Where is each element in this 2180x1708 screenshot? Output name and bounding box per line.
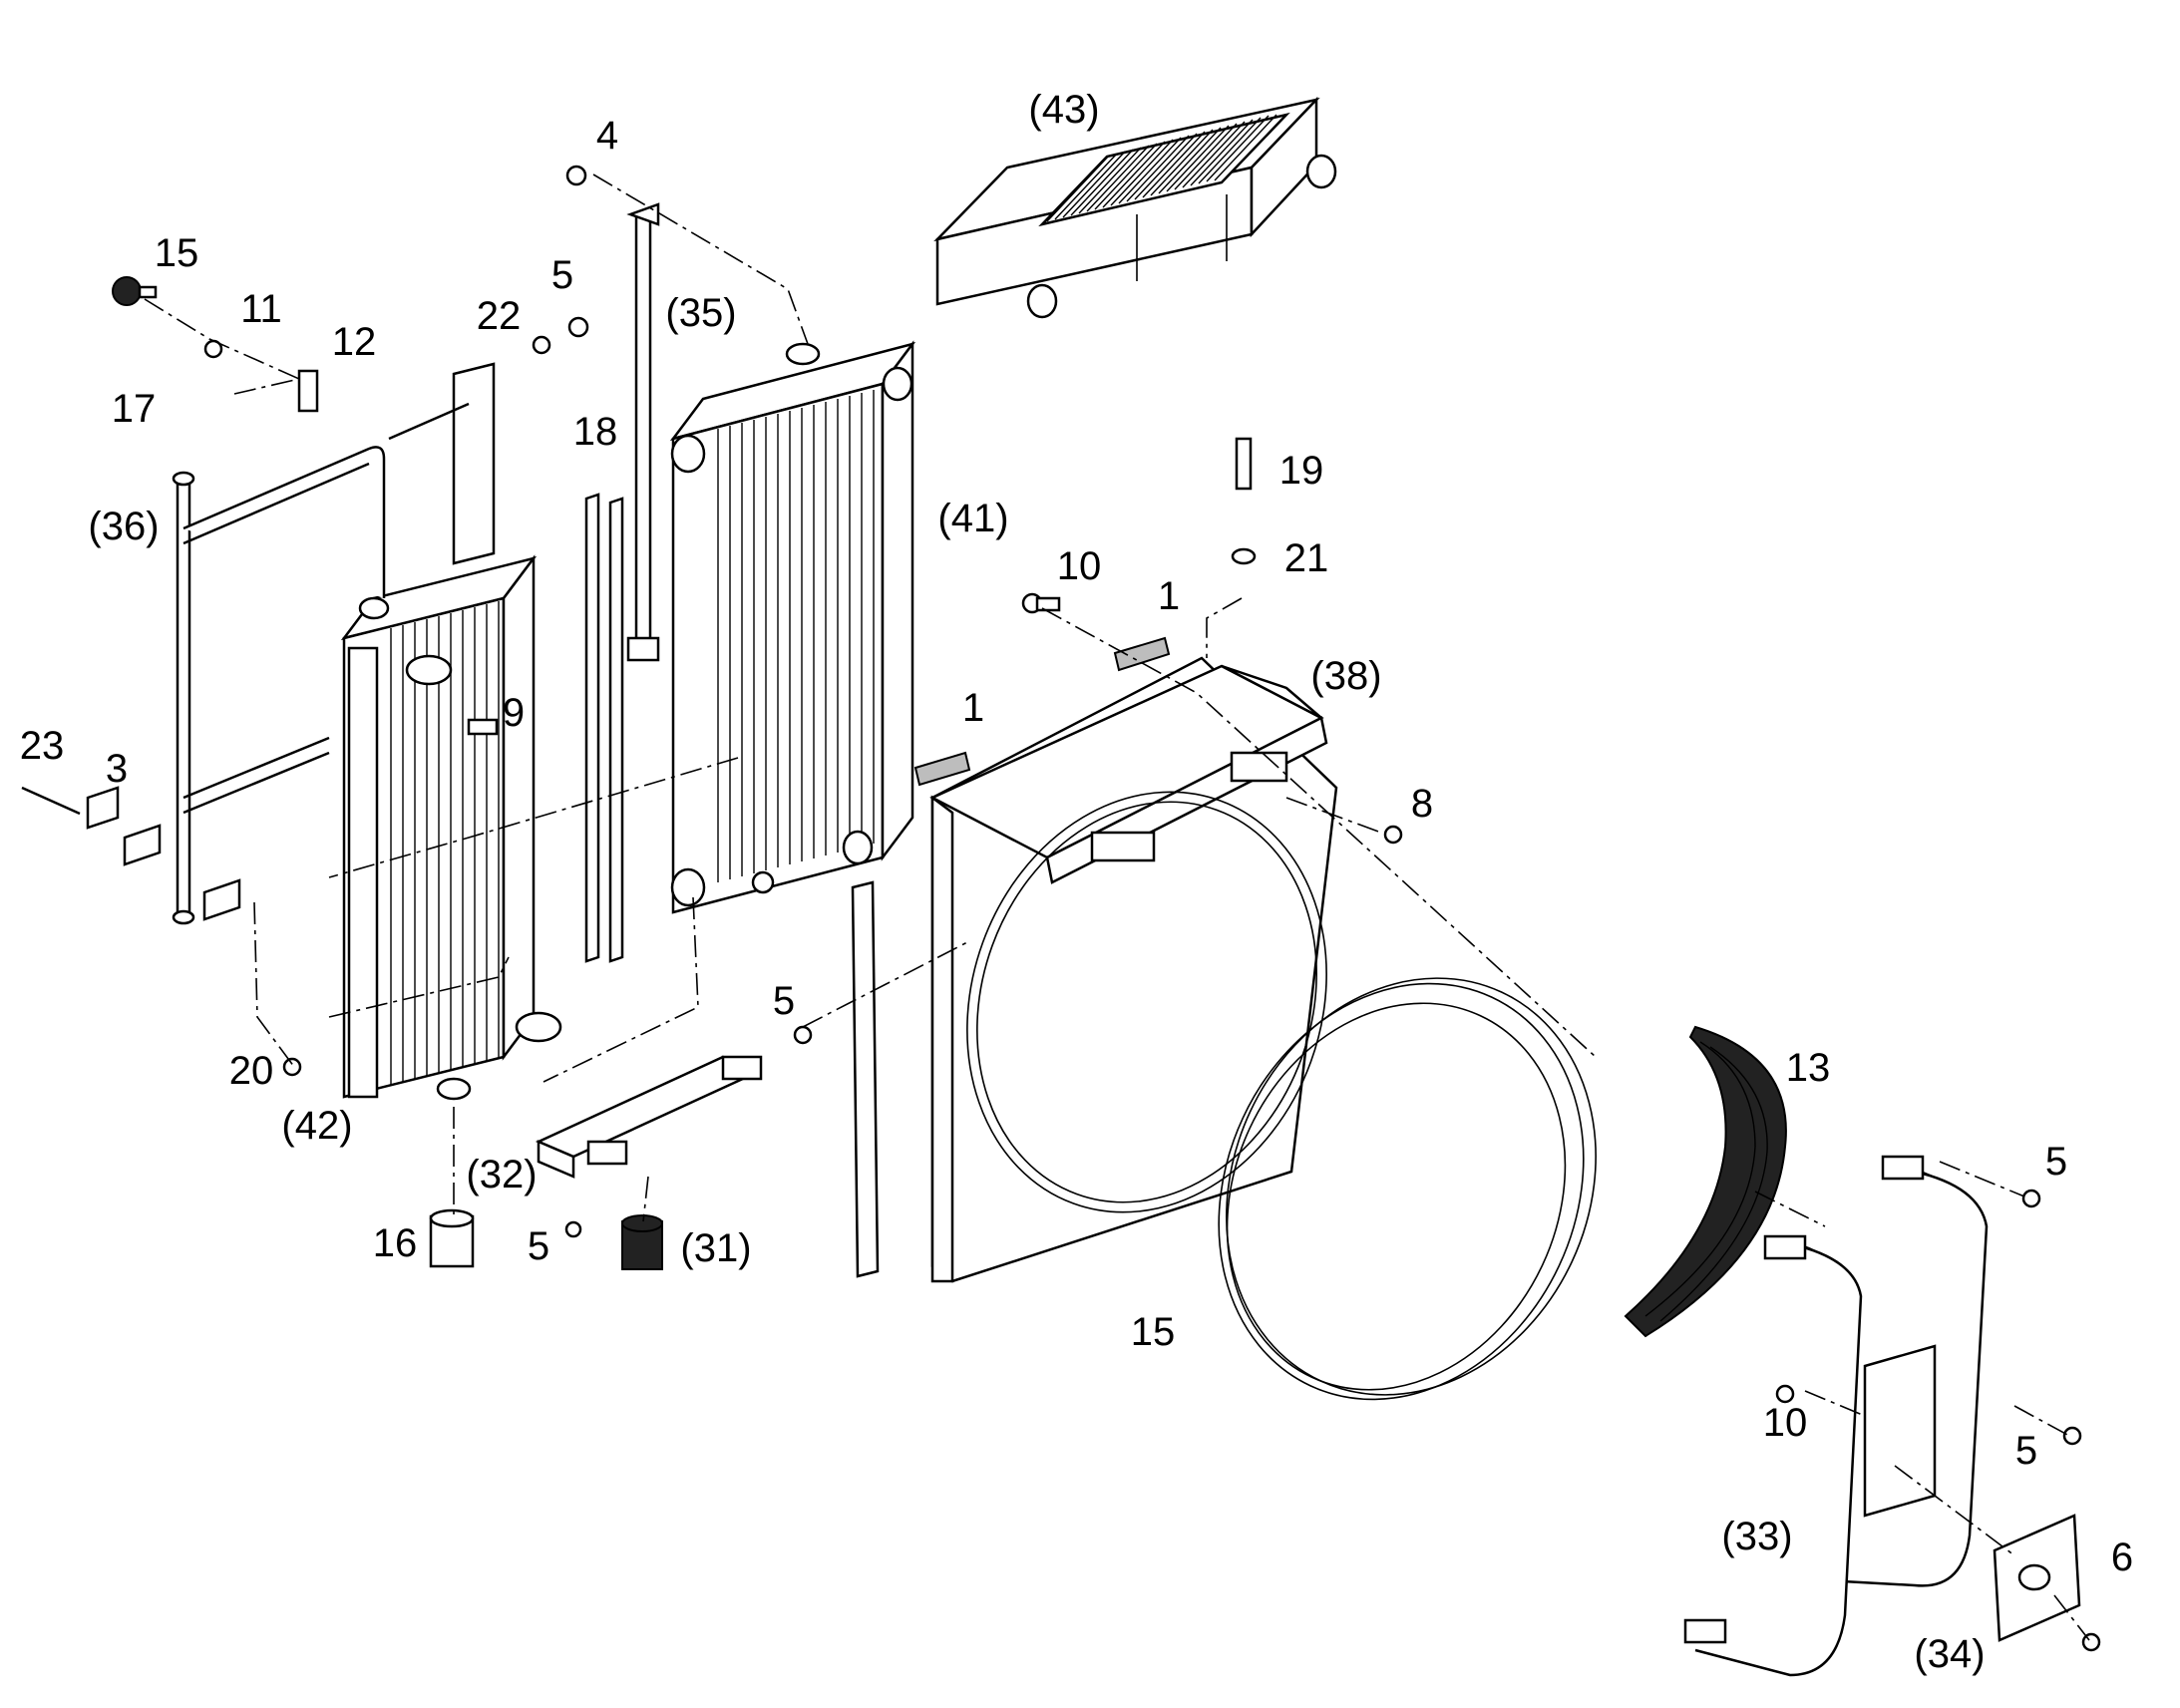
- callout-31: (31): [680, 1226, 752, 1270]
- callout-4: 4: [595, 114, 619, 158]
- callout-10-right: 10: [1762, 1401, 1808, 1445]
- callout-15-ring: 15: [1130, 1310, 1176, 1354]
- callout-43: (43): [1028, 88, 1100, 132]
- fan-shroud: [929, 656, 1338, 1283]
- pads: [913, 636, 1171, 787]
- callout-5-right-top: 5: [2044, 1140, 2068, 1184]
- callout-36: (36): [88, 505, 160, 548]
- motor-plate: [1993, 1514, 2081, 1642]
- callout-13: 13: [1785, 1046, 1831, 1090]
- callout-18: 18: [572, 410, 618, 454]
- seal-strips: [584, 493, 624, 963]
- callout-3: 3: [105, 747, 129, 791]
- callout-23: 23: [19, 724, 65, 768]
- callout-42: (42): [281, 1104, 353, 1148]
- callout-10-top: 10: [1056, 544, 1102, 588]
- callout-5-low: 5: [527, 1224, 550, 1268]
- callout-8: 8: [1410, 782, 1434, 826]
- callout-32: (32): [466, 1153, 538, 1196]
- callout-41: (41): [937, 497, 1009, 540]
- side-rod: [626, 202, 660, 662]
- callout-9: 9: [502, 691, 526, 735]
- support-frame: [172, 362, 496, 925]
- oil-cooler: [340, 554, 562, 1101]
- callout-5-mid: 5: [772, 979, 796, 1023]
- fan-guard: [1624, 1025, 1787, 1338]
- callout-33: (33): [1721, 1515, 1793, 1558]
- callout-1-mid: 1: [961, 686, 985, 730]
- callout-17: 17: [111, 387, 157, 431]
- leader-lines: [144, 173, 2090, 1641]
- callout-6: 6: [2110, 1536, 2134, 1579]
- rubber-mounts: [429, 1208, 663, 1270]
- callout-34: (34): [1914, 1632, 1986, 1676]
- callout-19: 19: [1278, 449, 1324, 493]
- callout-11: 11: [240, 287, 282, 331]
- callout-38: (38): [1310, 654, 1382, 698]
- fan-ring: [1218, 977, 1597, 1401]
- callout-15-cap: 15: [154, 231, 199, 275]
- radiator-core: [669, 340, 916, 914]
- motor-frame: [1683, 1155, 1989, 1677]
- callout-21: 21: [1283, 536, 1329, 580]
- fasteners: [21, 165, 2101, 1652]
- callout-1-top: 1: [1157, 574, 1181, 618]
- charge-air-cooler: [933, 96, 1337, 319]
- callout-5-top: 5: [550, 253, 574, 297]
- column-rail: [851, 880, 880, 1278]
- callout-22: 22: [476, 294, 522, 338]
- callout-35: (35): [665, 291, 737, 335]
- lower-bracket: [535, 1055, 763, 1179]
- callout-5-right-low: 5: [2014, 1429, 2038, 1473]
- callout-16: 16: [372, 1221, 418, 1265]
- callout-12: 12: [331, 320, 377, 364]
- callout-20: 20: [228, 1049, 274, 1093]
